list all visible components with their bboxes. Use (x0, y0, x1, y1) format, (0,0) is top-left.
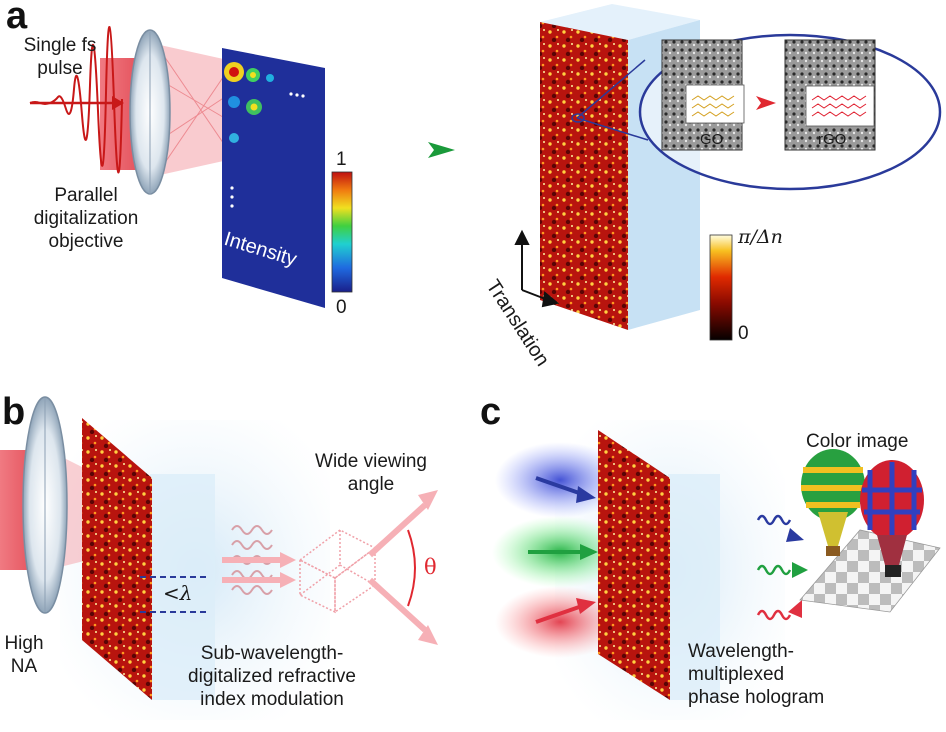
panel-b-caption-line-3: index modulation (200, 689, 344, 710)
panel-c-label: c (480, 391, 502, 433)
phase-max-label: π/Δn (738, 226, 783, 248)
single-fs-pulse-label: Single fs pulse (10, 34, 110, 80)
panel-b-arrows (222, 557, 280, 583)
wide-viewing-label: Wide viewing angle (306, 450, 436, 496)
rgo-label: rGO (818, 131, 847, 148)
green-balloon (801, 449, 865, 556)
focusing-rays (160, 45, 228, 175)
go-lattice (691, 95, 735, 117)
translation-axes (514, 229, 560, 308)
theta-label: θ (424, 555, 437, 579)
objective-line-3: objective (48, 231, 124, 252)
intensity-spots (224, 62, 305, 208)
checkerboard-floor (799, 529, 941, 613)
intensity-plane (222, 48, 325, 308)
objective-label: Parallel digitalization objective (22, 184, 150, 253)
theta-arc (407, 529, 416, 607)
output-waves (756, 514, 792, 621)
pulse-line: pulse (37, 58, 83, 79)
high-na-label: High NA (2, 632, 46, 678)
panel-b-glass-block (150, 474, 215, 700)
panel-b-caption: Sub-wavelength- digitalized refractive i… (152, 642, 392, 711)
panel-c-caption-line-2: multiplexed (688, 664, 785, 685)
panel-c-graphics (492, 420, 941, 720)
panel-b-hologram (82, 418, 152, 700)
colorbar-min-label: 0 (336, 297, 347, 318)
pulse-arrowhead (112, 96, 124, 110)
input-arrows (528, 476, 583, 624)
hologram-glass-top (540, 4, 700, 40)
intensity-colorbar (331, 171, 353, 293)
wide-line-1: Wide viewing (315, 451, 427, 472)
panel-a-graphics (29, 4, 942, 341)
phase-colorbar (709, 234, 733, 341)
lambda-label: <λ (163, 581, 193, 605)
panel-c-caption: Wavelength- multiplexed phase hologram (688, 640, 824, 709)
lambda-markers (140, 576, 210, 613)
color-image-label: Color image (806, 431, 909, 452)
hologram-face (540, 22, 628, 330)
high-line: High (4, 633, 44, 654)
go-label: GO (700, 131, 724, 148)
panel-a-label: a (6, 0, 28, 37)
na-line: NA (10, 656, 38, 677)
objective-line-2: digitalization (33, 208, 139, 229)
panel-b-graphics (0, 396, 438, 720)
panel-c-glass-block (668, 474, 720, 700)
panel-c-caption-line-3: phase hologram (688, 687, 825, 708)
go-to-rgo-arrow (756, 96, 776, 110)
panel-a-transition-arrow (428, 142, 455, 158)
blue-glow (495, 442, 625, 518)
objective-line-1: Parallel (54, 185, 118, 206)
panel-c-hologram (598, 430, 670, 700)
wide-line-2: angle (347, 474, 395, 495)
colorbar-max-label: 1 (336, 149, 347, 170)
red-blue-balloon (860, 460, 924, 577)
panel-b-caption-line-2: digitalized refractive (188, 666, 356, 687)
panel-c-caption-line-1: Wavelength- (688, 641, 794, 662)
panel-b-label: b (2, 391, 26, 433)
phase-min-label: 0 (738, 323, 749, 344)
panel-b-caption-line-1: Sub-wavelength- (200, 643, 344, 664)
panel-b-waves (231, 525, 273, 595)
single-fs-line: Single fs (23, 35, 97, 56)
go-lattice-box (685, 84, 745, 124)
rgo-lattice (811, 95, 867, 117)
viewing-angle-arrows (367, 502, 428, 633)
